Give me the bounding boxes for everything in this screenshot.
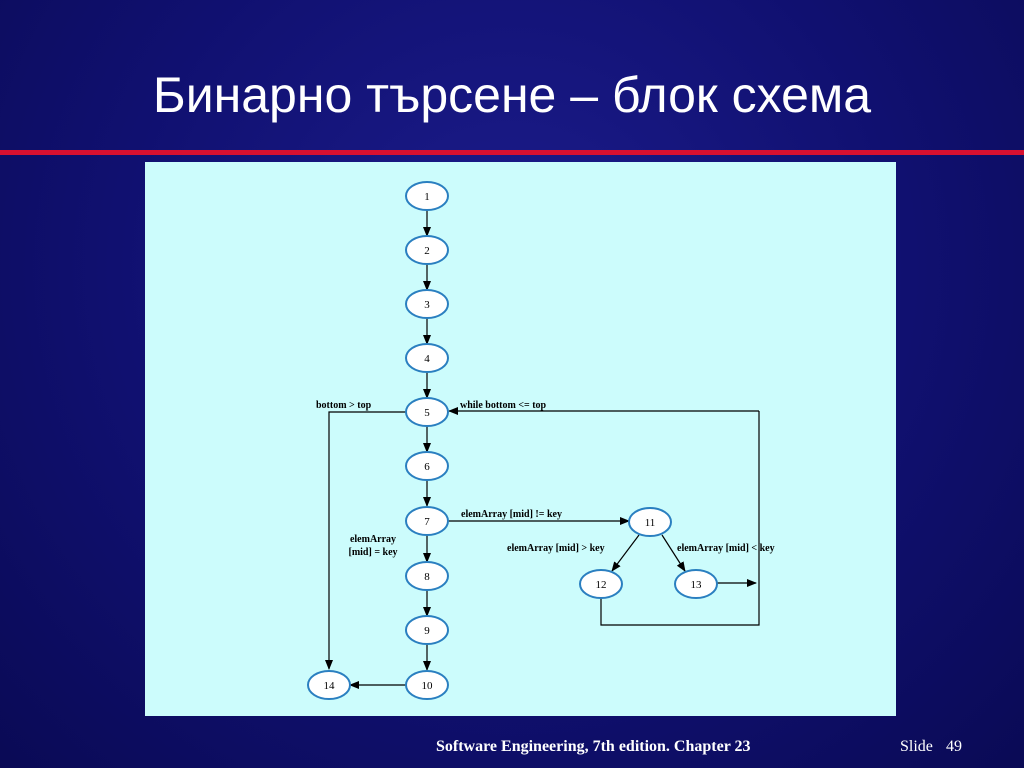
node-2: 2: [405, 235, 449, 265]
svg-text:14: 14: [324, 680, 336, 692]
footer-text: Software Engineering, 7th edition. Chapt…: [436, 738, 751, 755]
node-10: 10: [405, 670, 449, 700]
svg-text:6: 6: [424, 461, 430, 473]
node-12: 12: [579, 569, 623, 599]
node-13: 13: [674, 569, 718, 599]
svg-text:13: 13: [691, 579, 703, 591]
svg-text:11: 11: [645, 517, 656, 529]
svg-text:8: 8: [424, 571, 430, 583]
node-14: 14: [307, 670, 351, 700]
node-5: 5: [405, 397, 449, 427]
svg-text:10: 10: [422, 680, 434, 692]
svg-text:1: 1: [424, 191, 430, 203]
edge-11-13: [661, 534, 686, 572]
label-less: elemArray [mid] < key: [677, 543, 775, 554]
flowchart-panel: 1 2 3 4 5 6 7 8: [145, 162, 896, 716]
node-7: 7: [405, 506, 449, 536]
slide-number: 49: [946, 738, 962, 755]
slide-label: Slide: [900, 738, 933, 755]
node-6: 6: [405, 451, 449, 481]
svg-text:9: 9: [424, 625, 430, 637]
slide-title: Бинарно търсене – блок схема: [152, 67, 872, 123]
svg-text:4: 4: [424, 353, 430, 365]
flowchart-svg: 1 2 3 4 5 6 7 8: [307, 181, 775, 700]
node-1: 1: [405, 181, 449, 211]
svg-text:5: 5: [424, 407, 430, 419]
node-8: 8: [405, 561, 449, 591]
svg-text:12: 12: [596, 579, 607, 591]
edge-11-12: [611, 534, 640, 572]
label-bottom-gt-top: bottom > top: [316, 400, 372, 411]
title-divider: [0, 150, 1024, 155]
label-equal-line2: [mid] = key: [348, 547, 397, 558]
svg-text:7: 7: [424, 516, 430, 528]
svg-text:3: 3: [424, 299, 430, 311]
node-3: 3: [405, 289, 449, 319]
edge-12-loop: [600, 411, 760, 626]
node-11: 11: [628, 507, 672, 537]
label-equal-line1: elemArray: [350, 534, 396, 545]
label-not-equal: elemArray [mid] != key: [461, 509, 562, 520]
label-greater: elemArray [mid] > key: [507, 543, 605, 554]
label-while-loop: while bottom <= top: [460, 400, 547, 411]
node-9: 9: [405, 615, 449, 645]
edge-5-14: [325, 411, 406, 670]
node-4: 4: [405, 343, 449, 373]
svg-text:2: 2: [424, 245, 430, 257]
